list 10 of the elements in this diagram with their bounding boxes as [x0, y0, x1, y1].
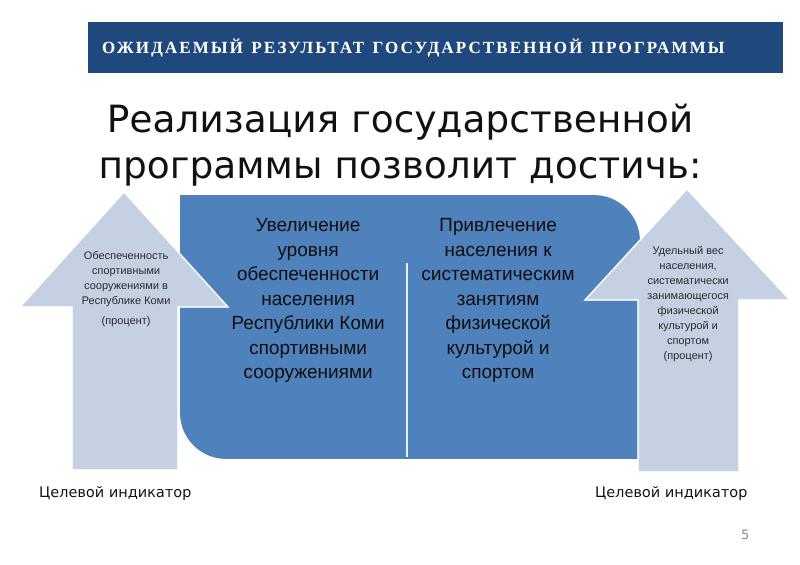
indicator-text: Удельный вес населения, систематически занимающегося физической культурой и спортом (процент) [646, 244, 730, 364]
indicator-text: Обеспеченность спортивными сооружениями в Республике Коми [80, 249, 172, 309]
title-banner: ОЖИДАЕМЫЙ РЕЗУЛЬТАТ ГОСУДАРСТВЕННОЙ ПРОГРАММЫ [88, 22, 783, 73]
indicator-caption: Целевой индикатор [39, 485, 192, 501]
indicator-caption: Целевой индикатор [595, 485, 748, 501]
goal-text: Привлечение населения к систематическим занятиям физической культурой и спортом [420, 214, 576, 385]
page-number: 5 [741, 528, 750, 543]
heading: Реализация государственной программы позволит достичь: [97, 96, 702, 188]
goal-text: Увеличение уровня обеспеченности населения Республики Коми спортивными сооружениями [230, 214, 386, 385]
unit-text: (процент) [100, 314, 152, 329]
